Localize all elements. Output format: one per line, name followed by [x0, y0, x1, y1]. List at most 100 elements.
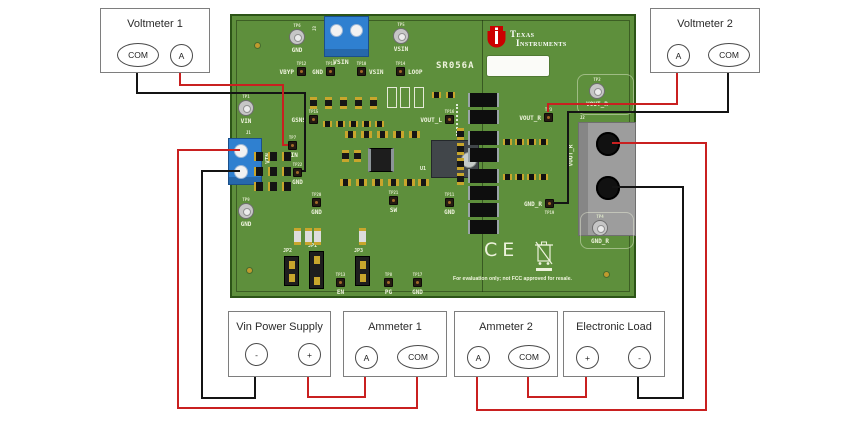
smd-component	[342, 150, 349, 162]
electronic-load-pos-terminal: +	[576, 346, 599, 369]
smd-component	[468, 148, 499, 162]
ti-logo-icon	[487, 26, 506, 48]
smd-component	[345, 131, 356, 138]
ammeter2-a-terminal: A	[467, 346, 490, 369]
terminal-label: A	[475, 352, 482, 363]
ammeter1-a-terminal: A	[355, 346, 378, 369]
smd-component	[539, 139, 548, 145]
test-point-signal-label: VIN	[240, 118, 252, 125]
test-point-ref-label: TP10	[356, 61, 367, 66]
jumper-jp3	[355, 256, 370, 286]
board-disclaimer: For evaluation only; not FCC approved fo…	[453, 276, 572, 282]
test-point-ref-label: TP8	[384, 272, 393, 277]
smd-component	[468, 220, 499, 234]
test-point-dot	[329, 70, 332, 73]
ammeter1-box: Ammeter 1 A COM	[343, 311, 447, 377]
j2-ref-label: J2	[580, 115, 585, 120]
smd-component	[387, 87, 397, 108]
smd-component	[515, 139, 524, 145]
vin-power-supply-box: Vin Power Supply - +	[228, 311, 331, 377]
test-point-hole	[398, 33, 406, 41]
smd-component	[370, 97, 377, 109]
test-point-ref-label: TP13	[335, 272, 346, 277]
test-point-signal-label: GND_R	[590, 238, 610, 245]
ammeter1-title: Ammeter 1	[368, 321, 422, 333]
smd-component	[340, 97, 347, 109]
test-point-ref-label: TP11	[444, 192, 455, 197]
power-supply-neg-terminal: -	[245, 343, 268, 366]
smd-component	[457, 173, 464, 185]
j3-lip	[325, 49, 368, 56]
smd-component	[409, 131, 420, 138]
voltmeter1-com-terminal: COM	[117, 43, 159, 67]
test-point-dot	[291, 144, 294, 147]
wire-power-supply-pos-to-ammeter1-a	[307, 377, 366, 398]
test-point-hole	[243, 208, 251, 216]
test-point-dot	[360, 70, 363, 73]
jumper-pin	[314, 256, 320, 264]
smd-component	[468, 110, 499, 124]
smd-component	[340, 179, 351, 186]
terminal-label: COM	[719, 50, 739, 60]
electronic-load-box: Electronic Load + -	[563, 311, 665, 377]
terminal-label: A	[363, 352, 370, 363]
test-point-dot	[416, 281, 419, 284]
j2-hole-positive	[596, 132, 620, 156]
test-point-dot	[387, 281, 390, 284]
j2-signal-label: VOUT_R	[567, 144, 575, 167]
smd-component	[362, 121, 371, 127]
smd-component	[515, 174, 524, 180]
test-point-ref-label: TP14	[395, 61, 406, 66]
smd-component	[282, 167, 291, 176]
jumper-pin	[314, 277, 320, 285]
ammeter2-com-terminal: COM	[508, 345, 550, 369]
test-point-signal-label: VOUT_R	[586, 101, 608, 108]
test-point-signal-label: GND	[240, 221, 252, 228]
test-point-signal-label: GND	[412, 289, 423, 296]
silkscreen-dotted-line	[456, 104, 458, 136]
test-point-signal-label: GND	[311, 209, 322, 216]
jumper-jp2	[284, 256, 299, 286]
smd-component	[359, 228, 366, 245]
test-point-dot	[296, 171, 299, 174]
terminal-label: +	[307, 349, 312, 360]
test-point-signal-label: GND_R	[523, 201, 542, 208]
smd-component	[388, 179, 399, 186]
terminal-label: COM	[128, 50, 148, 60]
smd-component	[355, 97, 362, 109]
test-point-ref-label: TP5	[397, 22, 405, 27]
ti-brand-line2: Instruments	[516, 38, 567, 48]
jumper-ref-label: JP2	[283, 248, 293, 254]
smd-component	[268, 182, 277, 191]
test-point-hole	[294, 34, 302, 42]
smd-component	[323, 121, 332, 127]
smd-component	[314, 228, 321, 245]
smd-component	[254, 152, 263, 161]
test-point-ref-label: TP12	[296, 61, 307, 66]
test-point-ref-label: TP3	[544, 107, 553, 112]
ti-brand-line1: Texas	[510, 29, 535, 39]
test-point-dot	[547, 116, 550, 119]
test-point-ref-label: TP17	[412, 272, 423, 277]
test-point-ref-label: TP19	[544, 210, 555, 215]
terminal-label: COM	[408, 352, 428, 362]
smd-component	[503, 139, 512, 145]
test-point-signal-label: GND	[312, 69, 323, 76]
j1-ref-label: J1	[246, 130, 251, 135]
smd-component	[282, 182, 291, 191]
smd-component	[432, 92, 441, 98]
test-point-dot	[448, 118, 451, 121]
smd-component	[404, 179, 415, 186]
ammeter1-com-terminal: COM	[397, 345, 439, 369]
smd-component	[457, 128, 464, 140]
electronic-load-title: Electronic Load	[576, 321, 652, 333]
voltmeter2-com-terminal: COM	[708, 43, 750, 67]
